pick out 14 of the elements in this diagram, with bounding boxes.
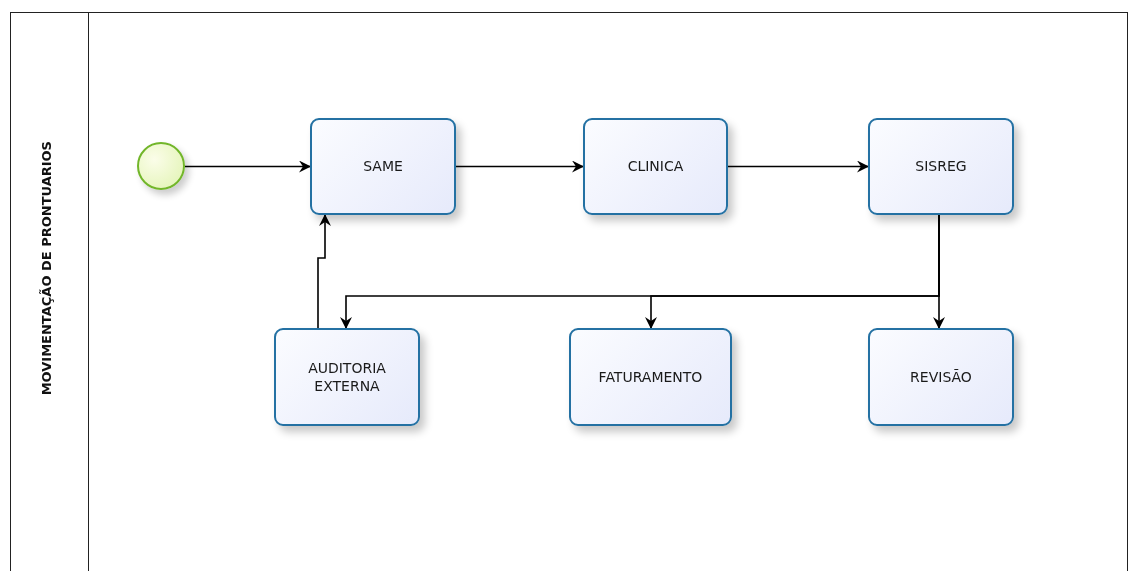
sequence-arrow: [340, 214, 940, 329]
sequence-arrow: [317, 214, 331, 329]
sequence-arrow: [184, 160, 311, 173]
task-box: CLINICA: [583, 118, 728, 215]
lane-title: MOVIMENTAÇÃO DE PRONTUARIOS: [39, 141, 54, 396]
task-box: FATURAMENTO: [569, 328, 732, 426]
sequence-arrow: [727, 160, 869, 173]
task-box: SISREG: [868, 118, 1014, 215]
task-box: SAME: [310, 118, 456, 215]
task-box: REVISÃO: [868, 328, 1014, 426]
swimlane-pool: [10, 12, 1128, 571]
sequence-arrow: [455, 160, 584, 173]
start-event-circle: [137, 142, 185, 190]
task-box: AUDITORIA EXTERNA: [274, 328, 420, 426]
